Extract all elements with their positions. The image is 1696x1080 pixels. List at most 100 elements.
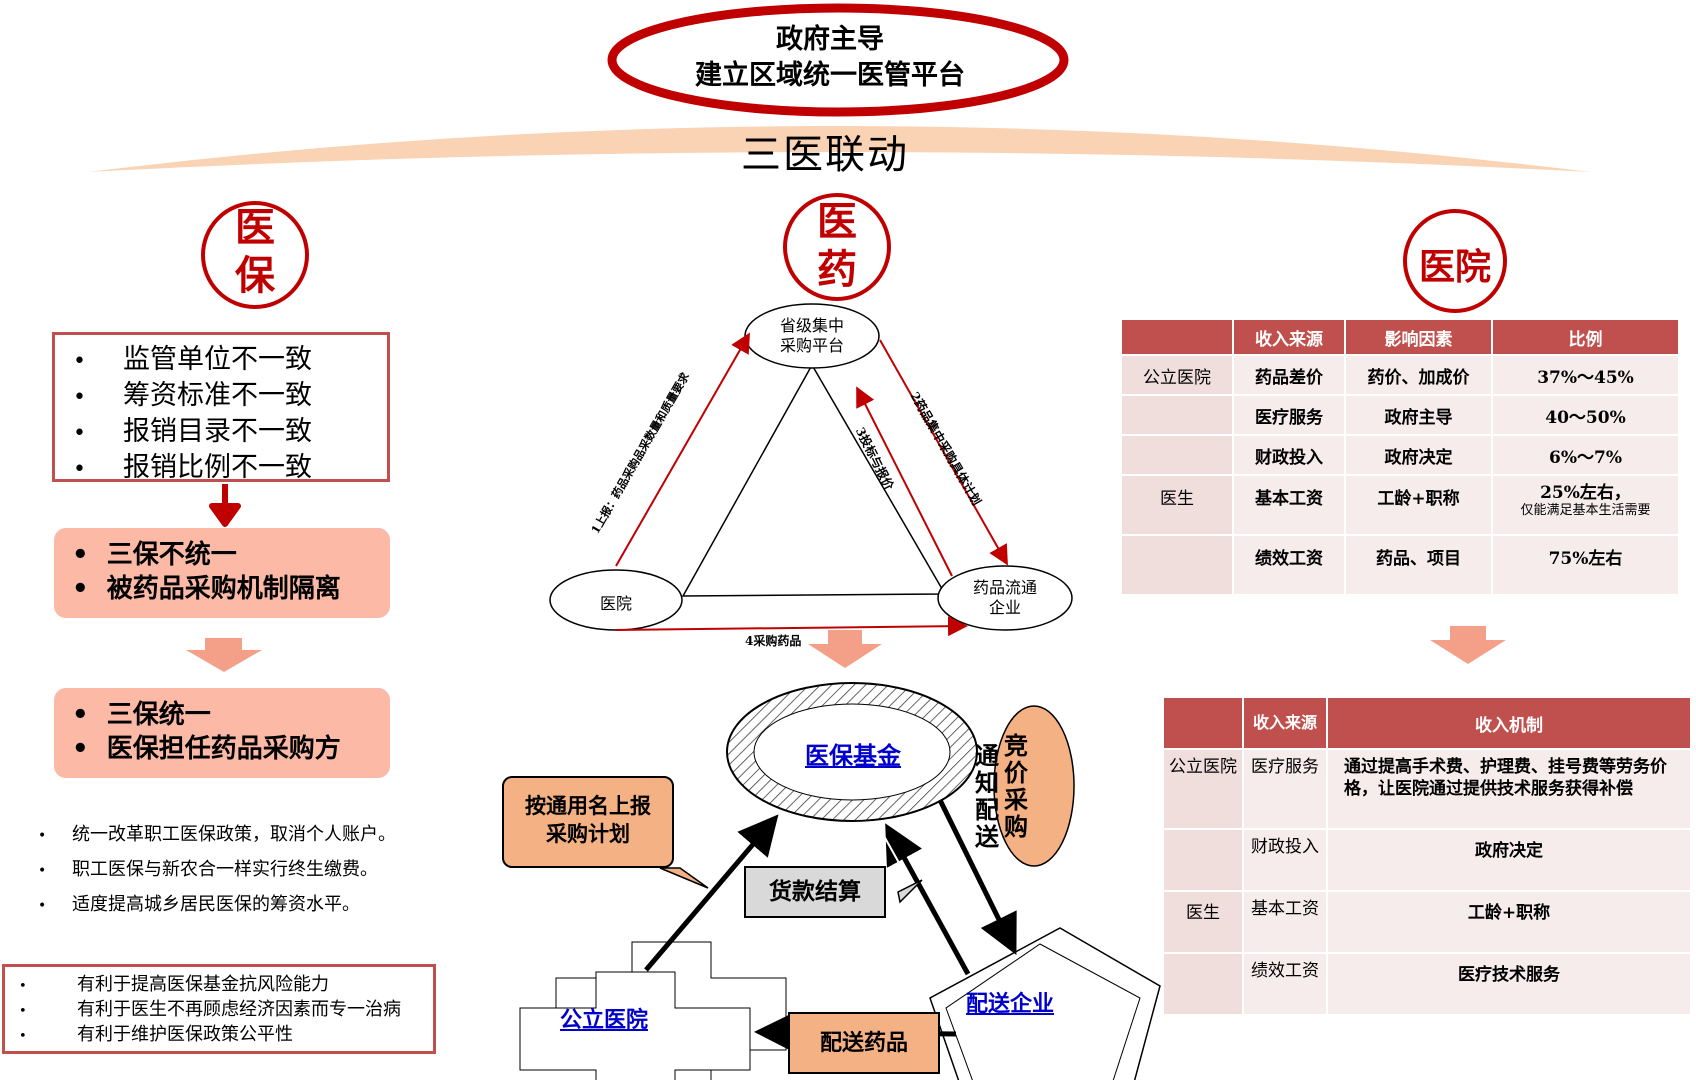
table-cell xyxy=(1164,830,1242,890)
bullet: • xyxy=(38,828,47,844)
report-arrow xyxy=(644,814,779,972)
bid-char: 送 xyxy=(975,822,999,851)
table-cell: 40～50% xyxy=(1493,396,1678,434)
triangle xyxy=(681,363,947,597)
table-header-row: 收入来源 影响因素 比例 xyxy=(1122,320,1678,354)
target-item: • 三保统一 xyxy=(72,698,390,732)
income-table: 收入来源 影响因素 比例 公立医院 药品差价 药价、加成价 37%～45% 医疗… xyxy=(1120,318,1680,596)
table-row: 公立医院 医疗服务 通过提高手术费、护理费、挂号费等劳务价格，让医院通过提供技术… xyxy=(1164,750,1690,828)
banner-arc xyxy=(88,126,1590,172)
measure-item: •职工医保与新农合一样实行终生缴费。 xyxy=(38,853,458,888)
table-cell: 医疗服务 xyxy=(1234,396,1344,434)
bid-char: 购 xyxy=(1004,812,1028,841)
table-cell xyxy=(1164,954,1242,1014)
header-line2: 建立区域统一医管平台 xyxy=(695,60,965,91)
benefit-item: •有利于维护医保政策公平性 xyxy=(19,1023,433,1048)
problem-text: 筹资标准不一致 xyxy=(123,380,312,411)
bullet: • xyxy=(19,1029,27,1044)
table-cell: 基本工资 xyxy=(1234,476,1344,534)
bullet: • xyxy=(73,457,86,482)
table-cell: 工龄+职称 xyxy=(1328,892,1690,952)
target-box: • 三保统一 • 医保担任药品采购方 xyxy=(54,688,390,778)
table-cell: 基本工资 xyxy=(1244,892,1326,952)
measure-text: 适度提高城乡居民医保的筹资水平。 xyxy=(72,894,360,915)
bullet: • xyxy=(73,385,86,410)
measures-list: •统一改革职工医保政策，取消个人账户。 •职工医保与新农合一样实行终生缴费。 •… xyxy=(38,818,458,923)
enterprise-pentagon xyxy=(929,927,1161,1080)
target-item: • 医保担任药品采购方 xyxy=(72,732,390,766)
edge-1-arrow xyxy=(615,332,750,567)
settle-arrow xyxy=(885,823,971,976)
table-row: 公立医院 药品差价 药价、加成价 37%～45% xyxy=(1122,356,1678,394)
problem-item: • 报销目录不一致 xyxy=(55,415,387,451)
edge-2-arrow xyxy=(879,339,1008,566)
target-text: 医保担任药品采购方 xyxy=(106,734,341,764)
bid-char: 采 xyxy=(1004,785,1028,814)
measure-item: •统一改革职工医保政策，取消个人账户。 xyxy=(38,818,458,853)
problem-box: • 监管单位不一致 • 筹资标准不一致 • 报销目录不一致 • 报销比例不一致 xyxy=(52,332,390,483)
bullet: • xyxy=(72,540,89,570)
table-header-cell: 影响因素 xyxy=(1346,320,1491,354)
benefit-text: 有利于医生不再顾虑经济因素而专一治病 xyxy=(77,999,401,1020)
table-header-cell: 收入来源 xyxy=(1234,320,1344,354)
ratio-text: 25%左右， xyxy=(1540,483,1631,503)
measure-text: 职工医保与新农合一样实行终生缴费。 xyxy=(72,859,378,880)
table-cell: 政府决定 xyxy=(1328,830,1690,890)
table-cell xyxy=(1122,536,1232,594)
bid-col2: 竞 价 采 购 xyxy=(1001,732,1031,840)
report-callout-tail xyxy=(659,867,709,889)
bullet: • xyxy=(72,734,89,764)
bullet: • xyxy=(73,349,86,374)
table-cell: 37%～45% xyxy=(1493,356,1678,394)
table-header-cell: 收入来源 xyxy=(1244,698,1326,748)
report-line1: 按通用名上报 xyxy=(525,793,651,818)
edge-4-arrow xyxy=(615,616,968,637)
mid-arrow xyxy=(808,630,882,668)
table-header-row: 收入来源 收入机制 xyxy=(1164,698,1690,748)
settle-box: 货款结算 xyxy=(744,866,886,918)
yibao-label: 医 保 xyxy=(203,204,307,300)
top-oval-text: 政府主导 建立区域统一医管平台 xyxy=(600,22,1060,94)
problem-text: 监管单位不一致 xyxy=(123,344,312,375)
bullet: • xyxy=(19,979,27,994)
header-line1: 政府主导 xyxy=(776,24,884,55)
node-platform-line2: 采购平台 xyxy=(779,336,844,355)
table-row: 医疗服务 政府主导 40～50% xyxy=(1122,396,1678,434)
bid-char: 价 xyxy=(1004,758,1028,787)
table-cell: 公立医院 xyxy=(1122,356,1232,394)
node-enterprise-label: 药品流通 企业 xyxy=(945,578,1065,618)
table-cell: 医生 xyxy=(1122,476,1232,534)
table-cell: 药价、加成价 xyxy=(1346,356,1491,394)
table-cell: 药品、项目 xyxy=(1346,536,1491,594)
bid-char: 知 xyxy=(975,768,999,797)
table-cell: 通过提高手术费、护理费、挂号费等劳务价格，让医院通过提供技术服务获得补偿 xyxy=(1328,750,1690,828)
table-cell: 政府主导 xyxy=(1346,396,1491,434)
node-platform-label: 省级集中 采购平台 xyxy=(752,316,872,356)
node-platform-line1: 省级集中 xyxy=(779,316,844,335)
yiyao-char1: 医 xyxy=(817,198,857,245)
top-oval xyxy=(607,3,1069,117)
problem-item: • 报销比例不一致 xyxy=(55,451,387,487)
table-row: 医生 基本工资 工龄+职称 xyxy=(1164,892,1690,952)
bullet: • xyxy=(72,574,89,604)
table-cell: 绩效工资 xyxy=(1234,536,1344,594)
problem-text: 报销目录不一致 xyxy=(123,416,312,447)
bullet: • xyxy=(72,700,89,730)
table-cell: 6%～7% xyxy=(1493,436,1678,474)
mechanism-table: 收入来源 收入机制 公立医院 医疗服务 通过提高手术费、护理费、挂号费等劳务价格… xyxy=(1162,696,1692,1016)
table-cell: 绩效工资 xyxy=(1244,954,1326,1014)
table-row: 绩效工资 药品、项目 75%左右 xyxy=(1122,536,1678,594)
edge-4-label: 4采购药品 xyxy=(745,634,802,648)
bullet: • xyxy=(73,421,86,446)
fund-core xyxy=(753,703,951,801)
table-cell: 公立医院 xyxy=(1164,750,1242,828)
benefit-text: 有利于提高医保基金抗风险能力 xyxy=(77,974,329,995)
banner-title: 三医联动 xyxy=(741,132,909,178)
hospital-label: 公立医院 xyxy=(560,1007,649,1033)
table-header-cell: 收入机制 xyxy=(1328,698,1690,748)
bid-char: 竞 xyxy=(1004,731,1028,760)
table-cell: 75%左右 xyxy=(1493,536,1678,594)
yibao-char2: 保 xyxy=(235,252,275,299)
problem-text: 报销比例不一致 xyxy=(123,452,312,483)
yiyuan-label: 医院 xyxy=(1418,246,1491,288)
